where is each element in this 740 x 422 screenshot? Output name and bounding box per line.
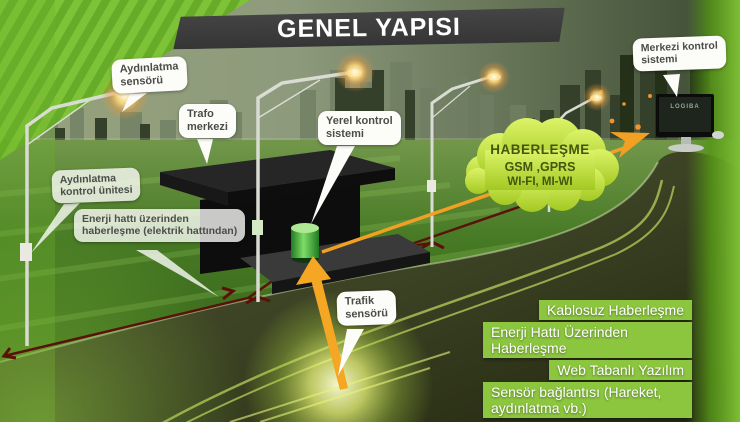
cloud-label: HABERLEŞME GSM ,GPRS WI-FI, MI-WI xyxy=(465,141,615,190)
cloud-gsm-gprs: GSM ,GPRS xyxy=(504,159,576,174)
callout-trafo-merkezi: Trafo merkezi xyxy=(179,104,236,138)
cloud-wifi-miwi: WI-FI, MI-WI xyxy=(507,175,573,188)
sensor-arrow xyxy=(296,256,348,390)
monitor-brand: LOGIBA xyxy=(670,104,700,110)
callout-aydinlatma-sensoru: Aydınlatma sensörü xyxy=(111,56,188,94)
callout-trafik-sensoru: Trafik sensörü xyxy=(336,289,397,326)
legend-kablosuz-haberlesme: Kablosuz Haberleşme xyxy=(539,300,692,320)
bottom-left-wash xyxy=(0,220,250,422)
mouse xyxy=(712,131,724,139)
bubble-tails xyxy=(31,74,680,376)
callout-yerel-kontrol: Yerel kontrol sistemi xyxy=(318,111,401,145)
wireless-arrowhead xyxy=(610,132,650,158)
callout-merkezi-kontrol: Merkezi kontrol sistemi xyxy=(632,35,727,72)
right-green-band xyxy=(686,0,740,422)
page-title: GENEL YAPISI xyxy=(276,12,462,44)
legend: Kablosuz Haberleşme Enerji Hattı Üzerind… xyxy=(483,300,692,418)
callout-enerji-hatti: Enerji hattı üzerinden haberleşme (elekt… xyxy=(74,209,246,242)
legend-enerji-hatti: Enerji Hattı Üzerinden Haberleşme xyxy=(483,322,692,358)
control-cylinder xyxy=(291,223,319,263)
legend-sensor-baglantisi: Sensör bağlantısı (Hareket, aydınlatma v… xyxy=(483,382,692,418)
legend-web-tabanli: Web Tabanlı Yazılım xyxy=(549,360,692,380)
callout-aydinlatma-kontrol: Aydınlatma kontrol ünitesi xyxy=(51,167,141,204)
cloud-title: HABERLEŞME xyxy=(490,142,590,157)
monitor xyxy=(656,94,724,152)
communication-cloud xyxy=(465,118,619,212)
